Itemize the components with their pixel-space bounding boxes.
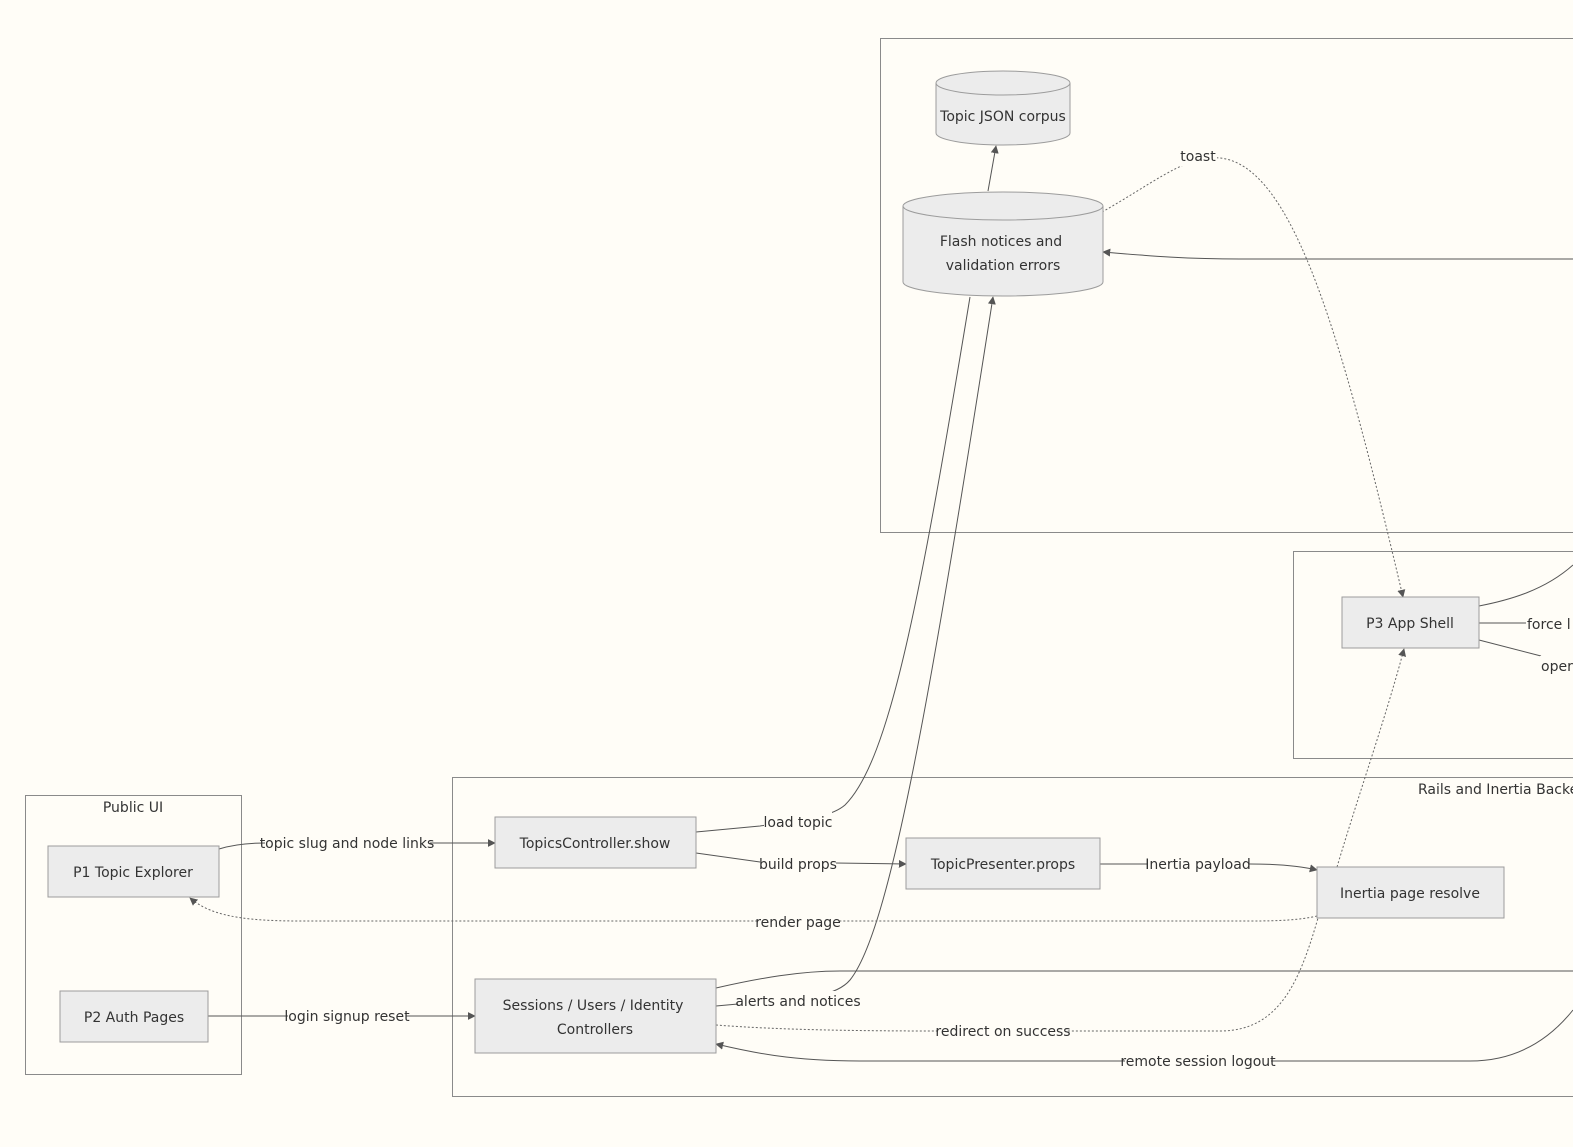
edge-label-render-page: render page [755, 915, 841, 931]
edge-label-load-topic: load topic [764, 815, 833, 831]
edge-label-build-props: build props [759, 857, 837, 873]
edge-shell-top [1478, 564, 1573, 607]
p3-app-shell-node: P3 App Shell [1341, 596, 1480, 649]
flash-notices-label-line1: Flash notices and [940, 234, 1062, 250]
edge-flash-to-corpus [987, 145, 999, 192]
flash-notices-label-line2: validation errors [946, 258, 1061, 274]
edge-label-remote-logout: remote session logout [1120, 1054, 1276, 1070]
edge-shell-open [1478, 639, 1542, 657]
public-ui-cluster-label: Public UI [103, 800, 163, 816]
topic-corpus-db: Topic JSON corpus [935, 70, 1071, 146]
app-shell-cluster [1293, 551, 1573, 759]
edge-label-redirect-success: redirect on success [935, 1024, 1070, 1040]
edge-label-alerts-notices: alerts and notices [735, 994, 860, 1010]
p1-topic-explorer-node: P1 Topic Explorer [47, 845, 220, 898]
edge-remote-logout [715, 1009, 1573, 1062]
sessions-controllers-label-line1: Sessions / Users / Identity [503, 998, 684, 1014]
topics-controller-label: TopicsController.show [519, 836, 671, 852]
backend-cluster-label: Rails and Inertia Backe [1418, 782, 1573, 798]
inertia-resolve-label: Inertia page resolve [1340, 886, 1480, 902]
edge-inertia-payload [1100, 863, 1318, 873]
edge-sessions-top [715, 970, 1573, 989]
edge-resolve-to-shell [1336, 648, 1407, 868]
flash-notices-db: Flash notices and validation errors [902, 191, 1104, 297]
topic-corpus-label: Topic JSON corpus [939, 109, 1066, 125]
topic-presenter-node: TopicPresenter.props [905, 837, 1101, 890]
topic-presenter-label: TopicPresenter.props [930, 857, 1075, 873]
p1-topic-explorer-label: P1 Topic Explorer [73, 865, 193, 881]
edge-toast [1101, 157, 1406, 598]
sessions-controllers-label-line2: Controllers [557, 1022, 633, 1038]
edge-label-force: force l [1527, 617, 1571, 633]
topics-controller-node: TopicsController.show [494, 816, 697, 869]
edge-topic-slug [218, 839, 496, 850]
edge-render-page [189, 897, 1318, 922]
edge-label-open: oper [1541, 659, 1573, 675]
edge-label-toast: toast [1180, 149, 1216, 165]
edge-label-topic-slug: topic slug and node links [260, 836, 435, 852]
edge-label-login-signup: login signup reset [284, 1009, 410, 1025]
p3-app-shell-label: P3 App Shell [1366, 616, 1454, 632]
inertia-resolve-node: Inertia page resolve [1316, 866, 1505, 919]
p2-auth-pages-node: P2 Auth Pages [59, 990, 209, 1043]
edge-right-to-flash [1102, 248, 1573, 260]
p2-auth-pages-label: P2 Auth Pages [84, 1010, 184, 1026]
edge-label-inertia-payload: Inertia payload [1145, 857, 1250, 873]
sessions-controllers-node: Sessions / Users / Identity Controllers [474, 978, 717, 1054]
